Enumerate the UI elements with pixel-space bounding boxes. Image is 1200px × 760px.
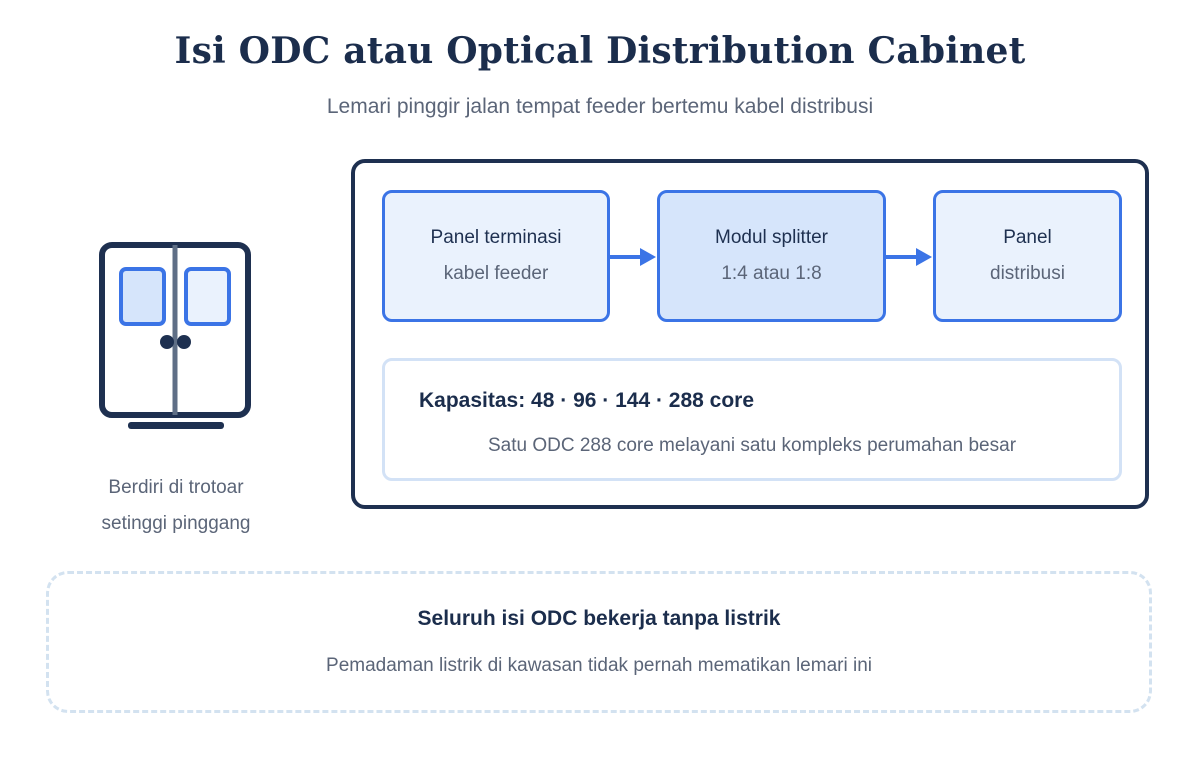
node-subtitle: 1:4 atau 1:8 <box>721 263 822 284</box>
node-title: Modul splitter <box>715 227 828 248</box>
node-subtitle: distribusi <box>990 263 1065 284</box>
page-title: Isi ODC atau Optical Distribution Cabine… <box>174 30 1026 72</box>
note-title: Seluruh isi ODC bekerja tanpa listrik <box>417 607 781 630</box>
capacity-description: Satu ODC 288 core melayani satu kompleks… <box>487 435 1017 456</box>
cabinet-icon <box>90 236 260 441</box>
node-title: Panel terminasi <box>430 227 562 248</box>
node-terminasi-panel: Panel terminasi kabel feeder <box>382 190 610 322</box>
capacity-box: Kapasitas: 48 · 96 · 144 · 288 core Satu… <box>382 358 1122 481</box>
arrow-right-icon <box>886 248 932 266</box>
capacity-title: Kapasitas: 48 · 96 · 144 · 288 core <box>419 389 755 412</box>
cabinet-caption-line1: Berdiri di trotoar <box>108 477 244 498</box>
node-splitter-module: Modul splitter 1:4 atau 1:8 <box>657 190 886 322</box>
node-title: Panel <box>1003 227 1052 248</box>
page-subtitle: Lemari pinggir jalan tempat feeder berte… <box>326 95 874 118</box>
note-description: Pemadaman listrik di kawasan tidak perna… <box>326 655 872 676</box>
arrow-right-icon <box>610 248 656 266</box>
cabinet-caption: Berdiri di trotoar setinggi pinggang <box>56 470 296 542</box>
odc-frame <box>351 159 1149 509</box>
cabinet-caption-line2: setinggi pinggang <box>101 513 251 534</box>
node-subtitle: kabel feeder <box>443 263 549 284</box>
note-box: Seluruh isi ODC bekerja tanpa listrik Pe… <box>46 571 1152 713</box>
node-distribution-panel: Panel distribusi <box>933 190 1122 322</box>
